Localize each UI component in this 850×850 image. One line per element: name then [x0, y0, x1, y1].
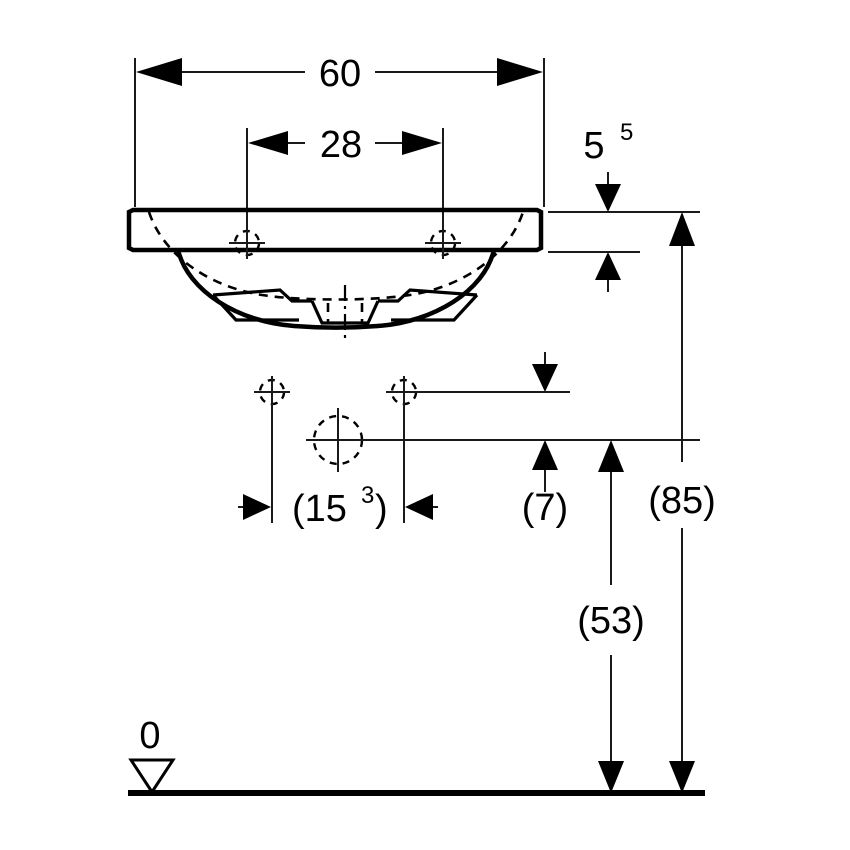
dim53-label: (53): [577, 600, 645, 642]
dim15-arrow-left: [243, 494, 271, 520]
dim55-label-main: 5: [583, 125, 604, 167]
dim53-arrow-top: [598, 440, 624, 472]
dim60-arrow-right: [497, 58, 543, 86]
datum-zero-label: 0: [139, 715, 160, 757]
basin-rim-outline: [126, 207, 544, 253]
bowl-step-left: [211, 293, 299, 322]
mid-reference-lines: [372, 391, 700, 441]
dim85-arrow-bottom: [669, 761, 695, 793]
dim28-arrow-left: [248, 131, 288, 155]
dimension-tap-offset: (15 3 ): [238, 482, 438, 530]
dim28-label: 28: [320, 124, 362, 166]
basin-rim-section: [126, 207, 544, 253]
dim15-arrow-right: [405, 494, 433, 520]
dim7-label: (7): [522, 487, 568, 529]
dim15-label-superscript: 3: [361, 482, 374, 509]
dim7-arrow-top: [532, 364, 558, 392]
dim55-label-superscript: 5: [620, 119, 633, 146]
dim15-label-close: ): [375, 488, 388, 530]
extension-lines-top: [134, 58, 545, 243]
lower-hole-marks: [254, 376, 422, 523]
basin-bowl-section: [175, 249, 497, 330]
dimension-rim-height: (85): [648, 212, 716, 793]
basin-bowl-outer-profile: [175, 249, 497, 330]
dim60-arrow-left: [136, 58, 182, 86]
dimension-rim-thickness: 5 5: [583, 119, 633, 292]
bowl-step-right: [391, 293, 479, 322]
bowl-shelf-left: [212, 288, 312, 303]
dim85-label: (85): [648, 480, 716, 522]
dim85-arrow-top: [669, 212, 695, 246]
floor-datum: 0: [128, 715, 705, 796]
dimension-overall-width: 60: [136, 53, 543, 95]
bowl-shelf-right: [378, 288, 478, 303]
dim55-arrow-bottom: [595, 252, 621, 280]
bowl-inner-hidden-arc: [147, 211, 525, 301]
dim28-arrow-right: [402, 131, 442, 155]
tap-hole-marks-rim: [229, 228, 461, 259]
datum-triangle-marker: [128, 758, 176, 795]
dim55-arrow-top: [595, 184, 621, 212]
right-reference-lines: [548, 211, 700, 253]
dim53-arrow-bottom: [598, 761, 624, 793]
dim15-label-open: (15: [292, 488, 347, 530]
dim60-label: 60: [319, 53, 361, 95]
basin-bowl-hidden-lines: [147, 211, 525, 301]
dimension-overflow-offset: (7): [522, 352, 568, 529]
basin-bottom-detail: [211, 285, 479, 338]
dimension-drain-height: (53): [577, 440, 645, 793]
dimension-tap-spacing: 28: [248, 124, 442, 166]
dim7-arrow-bottom: [532, 440, 558, 470]
